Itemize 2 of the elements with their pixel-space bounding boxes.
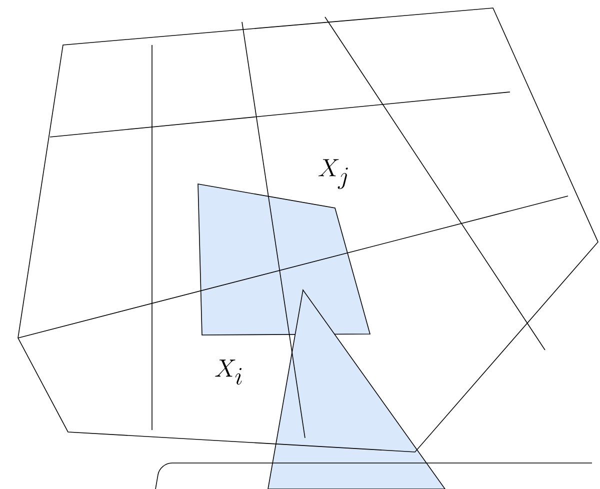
region-label: $X_j$ [318, 159, 348, 190]
region-label: $X_i$ [215, 360, 242, 385]
